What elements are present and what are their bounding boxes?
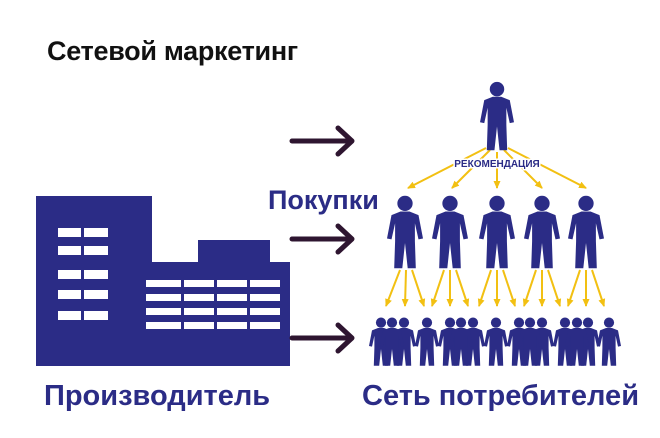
person-icon (568, 195, 604, 269)
person-icon (387, 195, 423, 269)
person-icon (480, 81, 514, 151)
purchase-arrow-top (289, 125, 355, 157)
person-icon (479, 195, 515, 269)
recommendation-label: РЕКОМЕНДАЦИЯ (454, 159, 539, 170)
purchases-label: Покупки (268, 185, 379, 215)
person-icon (415, 317, 439, 366)
person-icon (484, 317, 508, 366)
person-icon (432, 195, 468, 269)
top-person (480, 81, 514, 151)
diagram-title: Сетевой маркетинг (47, 36, 298, 66)
person-icon (524, 195, 560, 269)
level-3-persons (369, 317, 621, 366)
consumer-network-label: Сеть потребителей (362, 380, 640, 412)
person-icon (597, 317, 621, 366)
purchase-arrow-middle (289, 223, 355, 255)
recommendation-arrows (407, 147, 587, 189)
producer-label: Производитель (44, 380, 271, 412)
referral-arrows (385, 269, 606, 307)
level-2-persons (387, 195, 604, 269)
purchase-arrow-bottom (289, 322, 355, 354)
factory-building-icon (36, 196, 290, 366)
